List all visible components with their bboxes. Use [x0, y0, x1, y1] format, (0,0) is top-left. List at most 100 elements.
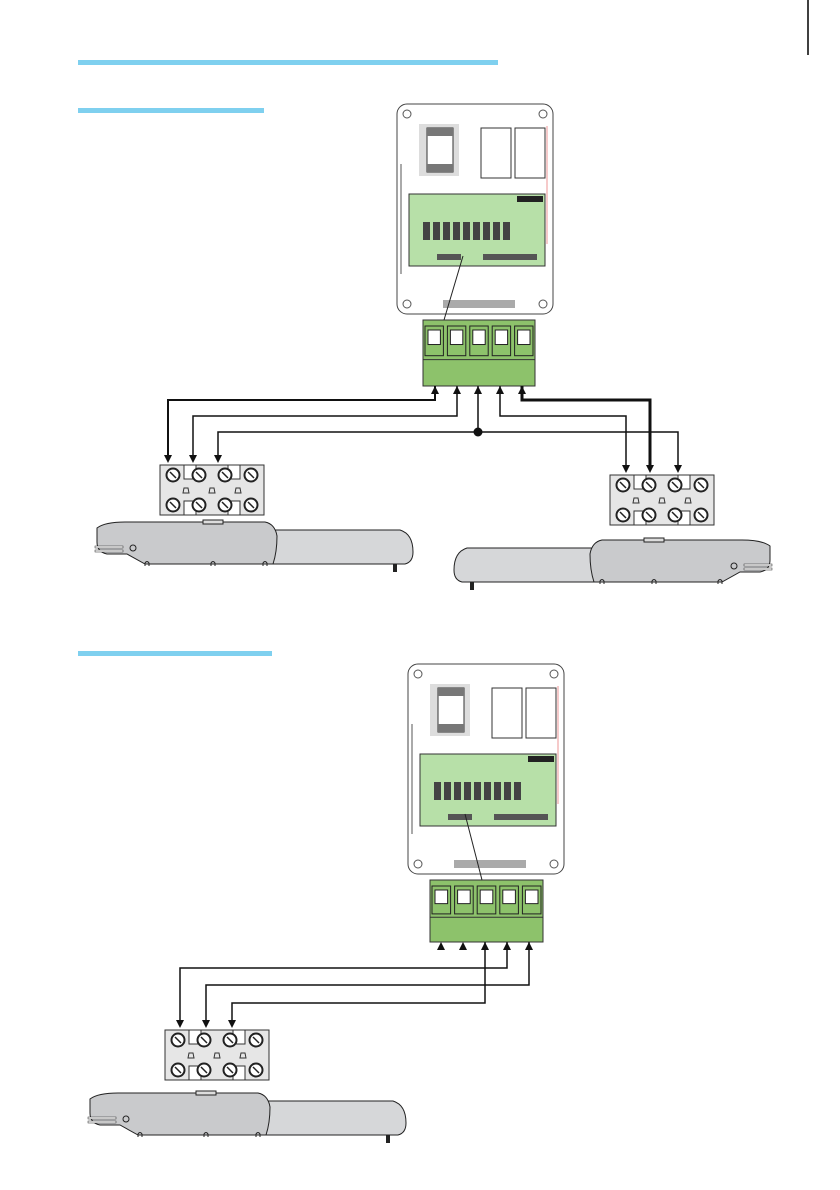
- actuator-foot: [651, 579, 657, 584]
- motor1-terminal-strip: [159, 464, 265, 516]
- single-motor-terminal-strip: [164, 1029, 270, 1081]
- wire-motor2-b: [520, 386, 652, 465]
- screw-marker: [684, 497, 692, 504]
- screw-marker: [208, 487, 216, 494]
- actuator-cable: [94, 549, 124, 553]
- screw-slot: [221, 471, 229, 479]
- screw-slot: [200, 1066, 208, 1074]
- actuator-single: [87, 1090, 407, 1143]
- down-arrow-icon: [176, 1020, 184, 1028]
- screw-marker: [187, 1052, 195, 1059]
- board-terminal: [483, 254, 537, 260]
- actuator-cap: [195, 1090, 217, 1096]
- actuator-left: [94, 519, 414, 572]
- terminal-opening: [457, 889, 471, 905]
- actuator-motor-body: [589, 539, 771, 583]
- screw-slot: [252, 1036, 260, 1044]
- fuse-holder: [454, 782, 461, 800]
- fuse-holder: [463, 222, 470, 240]
- wire-motor1-b: [192, 386, 458, 455]
- wire-single-common: [231, 942, 486, 1020]
- fuse-holder: [493, 222, 500, 240]
- leader-line: [443, 255, 464, 321]
- actuator-cable: [87, 1116, 117, 1120]
- fuse-holder: [514, 782, 521, 800]
- fuse-holder: [503, 222, 510, 240]
- down-arrow-icon: [189, 455, 197, 463]
- screw-slot: [671, 481, 679, 489]
- fuse-holder: [433, 222, 440, 240]
- actuator-motor-body: [89, 1092, 271, 1136]
- screw-strip-body: [164, 1029, 270, 1081]
- down-arrow-icon: [164, 455, 172, 463]
- actuator-foot: [210, 561, 216, 566]
- actuator-cable: [743, 563, 773, 567]
- actuator-foot: [137, 1132, 143, 1137]
- junction-dot: [473, 427, 483, 437]
- leader-line: [464, 813, 483, 881]
- wire-motor2-a: [499, 386, 627, 465]
- board-terminal: [494, 814, 548, 820]
- terminal-opening: [427, 329, 441, 346]
- cable-entry-grid: [454, 860, 526, 868]
- wire-common: [217, 386, 479, 455]
- cable-entry-grid: [443, 300, 515, 308]
- control-unit-1: [396, 103, 554, 315]
- fuse-holder: [483, 222, 490, 240]
- actuator-bracket: [470, 582, 474, 590]
- actuator-cable: [87, 1120, 117, 1124]
- actuator-bracket: [393, 564, 397, 572]
- screw-slot: [619, 511, 627, 519]
- screw-marker: [632, 497, 640, 504]
- actuator-pivot: [730, 562, 738, 570]
- screw-marker: [234, 487, 242, 494]
- terminal-opening: [472, 329, 486, 346]
- terminal-opening: [502, 889, 516, 905]
- screw-slot: [697, 481, 705, 489]
- mount-hole: [549, 859, 559, 869]
- down-arrow-icon: [228, 1020, 236, 1028]
- actuator-rod-tube: [262, 529, 414, 565]
- actuator-cable: [94, 545, 124, 549]
- board-terminal: [448, 814, 472, 820]
- control-unit-2: [407, 663, 565, 875]
- subsection-bar-two-motors: [78, 108, 264, 113]
- actuator-rod-tube: [255, 1100, 407, 1136]
- fuse-holder: [473, 222, 480, 240]
- fuse-holder: [484, 782, 491, 800]
- terminal-opening: [479, 889, 494, 905]
- screw-slot: [200, 1036, 208, 1044]
- screw-slot: [195, 501, 203, 509]
- screw-slot: [619, 481, 627, 489]
- wire-motor1-a: [167, 386, 436, 455]
- actuator-cap: [643, 537, 665, 543]
- fuse-holder: [504, 782, 511, 800]
- screw-slot: [645, 511, 653, 519]
- screw-marker: [213, 1052, 221, 1059]
- actuator-right: [453, 537, 773, 590]
- screw-marker: [239, 1052, 247, 1059]
- wire-common-right: [478, 431, 679, 465]
- terminal-opening: [524, 889, 539, 905]
- screw-slot: [174, 1036, 182, 1044]
- transformer-bottom: [427, 164, 453, 172]
- mount-hole: [538, 109, 548, 119]
- terminal-opening: [494, 329, 509, 346]
- down-arrow-icon: [674, 465, 682, 473]
- actuator-foot: [255, 1132, 261, 1137]
- actuator-foot: [203, 1132, 209, 1137]
- mount-hole: [413, 669, 423, 679]
- mount-hole: [402, 109, 412, 119]
- actuator-motor-body: [96, 521, 278, 565]
- screw-marker: [658, 497, 666, 504]
- actuator-rod-tube: [453, 547, 605, 583]
- mount-hole: [549, 669, 559, 679]
- fuse-holder: [474, 782, 481, 800]
- actuator-foot: [717, 579, 723, 584]
- actuator-pivot: [122, 1115, 130, 1123]
- subsection-bar-one-motor: [78, 651, 272, 656]
- screw-slot: [221, 501, 229, 509]
- screw-slot: [645, 481, 653, 489]
- actuator-cable: [743, 567, 773, 571]
